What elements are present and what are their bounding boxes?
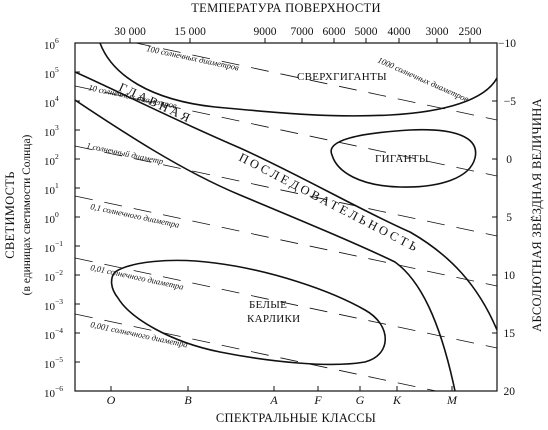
spectral-class: B — [184, 393, 192, 407]
temperature-tick: 9000 — [254, 26, 277, 38]
giants-outline — [330, 128, 477, 188]
luminosity-tick: 105 — [44, 65, 59, 81]
main-sequence-label-2: ПОСЛЕДОВАТЕЛЬНОСТЬ — [237, 150, 422, 255]
luminosity-tick: 106 — [44, 36, 59, 52]
spectral-class: A — [269, 393, 278, 407]
luminosity-tick: 10−2 — [44, 268, 63, 284]
temperature-axis-title: ТЕМПЕРАТУРА ПОВЕРХНОСТИ — [191, 1, 381, 15]
magnitude-ticks: −10 −5 0 5 10 15 20 — [492, 38, 516, 398]
luminosity-tick: 10−5 — [44, 355, 63, 371]
white-dwarfs-label-2: КАРЛИКИ — [247, 313, 300, 325]
radius-label: 0,001 солнечного диаметра — [90, 319, 189, 349]
radius-line — [75, 145, 497, 237]
white-dwarfs-outline — [110, 259, 387, 366]
spectral-class-ticks: O B A F G K M — [107, 386, 458, 407]
temperature-tick: 2500 — [459, 26, 482, 38]
temperature-tick: 5000 — [355, 26, 378, 38]
spectral-class: F — [313, 393, 322, 407]
spectral-class: G — [356, 393, 365, 407]
luminosity-tick: 10−1 — [44, 239, 63, 255]
radius-lines — [75, 43, 497, 391]
luminosity-tick: 10−3 — [44, 297, 63, 313]
radius-line — [134, 43, 497, 121]
luminosity-tick: 10−4 — [44, 326, 63, 342]
spectral-class: O — [107, 393, 116, 407]
main-sequence-lower — [75, 99, 456, 391]
radius-line — [75, 195, 497, 287]
white-dwarfs-label-1: БЕЛЫЕ — [249, 299, 287, 311]
radius-line — [75, 313, 438, 391]
spectral-class: M — [446, 393, 458, 407]
region-outlines — [75, 43, 497, 391]
radius-line — [75, 85, 497, 177]
luminosity-ticks: 106 105 104 103 102 101 100 10−1 10−2 10… — [44, 36, 80, 400]
temperature-tick: 30 000 — [114, 26, 146, 38]
magnitude-tick: 15 — [504, 328, 516, 340]
magnitude-tick: −10 — [498, 38, 516, 50]
temperature-tick: 6000 — [323, 26, 346, 38]
spectral-class: K — [392, 393, 402, 407]
supergiants-outline — [99, 43, 497, 117]
giants-label: ГИГАНТЫ — [375, 153, 429, 165]
luminosity-tick: 102 — [44, 152, 59, 168]
luminosity-tick: 103 — [44, 123, 59, 139]
supergiants-label: СВЕРХГИГАНТЫ — [297, 71, 387, 83]
luminosity-tick: 104 — [44, 94, 59, 110]
luminosity-tick: 10−6 — [44, 384, 63, 400]
temperature-tick: 3000 — [426, 26, 449, 38]
radius-label: 1 солнечный диаметр — [86, 140, 165, 166]
magnitude-tick: 20 — [504, 386, 516, 398]
magnitude-tick: 5 — [506, 212, 512, 224]
temperature-ticks: 30 000 15 000 9000 7000 6000 5000 4000 3… — [114, 26, 482, 43]
radius-line — [75, 257, 497, 349]
main-sequence-upper — [75, 71, 497, 331]
temperature-tick: 15 000 — [174, 26, 206, 38]
temperature-tick: 7000 — [291, 26, 314, 38]
luminosity-axis-title: СВЕТИМОСТЬ — [3, 171, 17, 258]
temperature-tick: 4000 — [388, 26, 411, 38]
magnitude-tick: 0 — [506, 154, 512, 166]
magnitude-axis-title: АБСОЛЮТНАЯ ЗВЁЗДНАЯ ВЕЛИЧИНА — [530, 98, 544, 332]
luminosity-tick: 101 — [44, 181, 59, 197]
magnitude-tick: −5 — [504, 96, 516, 108]
luminosity-axis-subtitle: (в единицах светимости Солнца) — [21, 134, 33, 295]
luminosity-tick: 100 — [44, 210, 59, 226]
spectral-axis-title: СПЕКТРАЛЬНЫЕ КЛАССЫ — [216, 411, 376, 425]
magnitude-tick: 10 — [504, 270, 516, 282]
radius-label: 0,01 солнечного диаметра — [90, 262, 185, 292]
radius-label: 100 солнечных диаметров — [146, 43, 241, 72]
radius-label: 1000 солнечных диаметров — [376, 55, 470, 104]
